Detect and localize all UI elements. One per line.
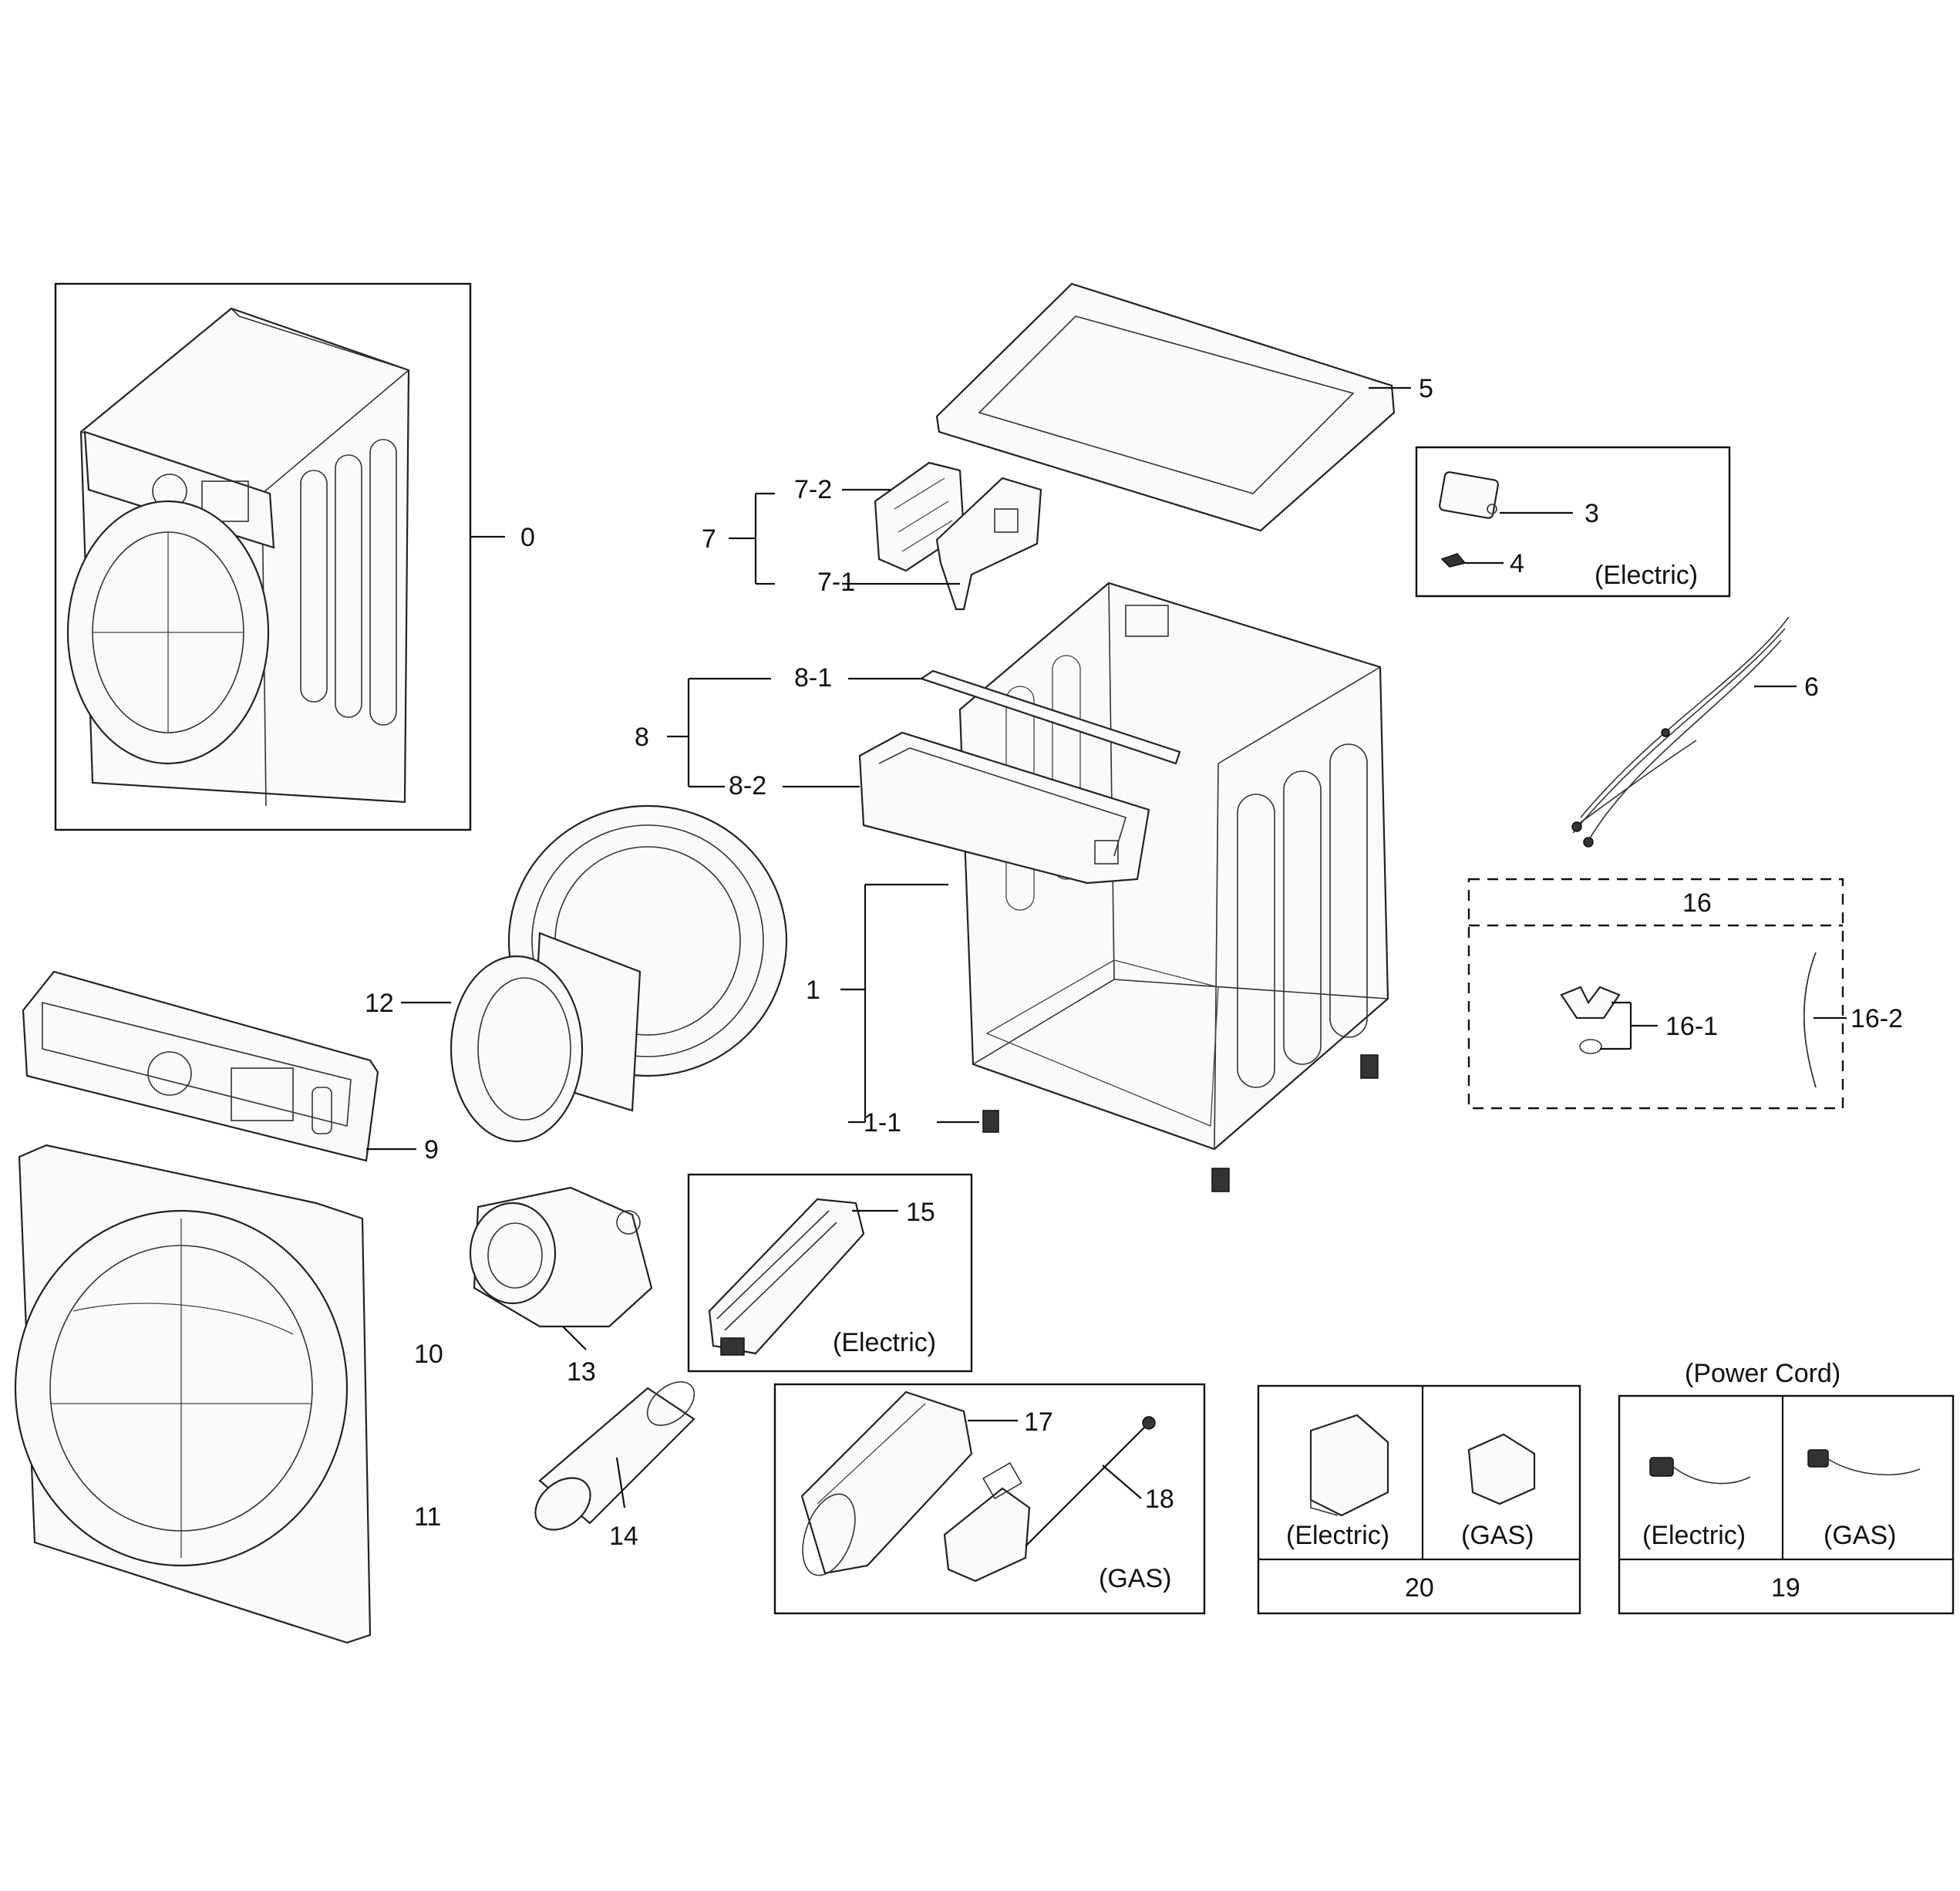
label-0: 0 — [520, 523, 535, 552]
label-1: 1 — [806, 976, 820, 1005]
leaders-7 — [729, 488, 960, 585]
label-18: 18 — [1145, 1485, 1174, 1514]
label-7: 7 — [702, 524, 716, 554]
label-8-2: 8-2 — [729, 771, 766, 801]
label-7-1: 7-1 — [817, 568, 855, 597]
part-3-4-box — [1415, 446, 1731, 598]
part-15-box — [687, 1173, 973, 1373]
note-gas-20: (GAS) — [1461, 1521, 1534, 1550]
part-8-1-bar — [919, 669, 1181, 765]
label-4: 4 — [1510, 549, 1524, 578]
leaders-8 — [667, 677, 921, 788]
note-gas-19: (GAS) — [1824, 1521, 1896, 1550]
part-0-assembly — [54, 282, 472, 831]
label-20: 20 — [1405, 1573, 1434, 1603]
part-7-1-bracket — [935, 477, 1042, 611]
label-9: 9 — [424, 1135, 439, 1165]
part-19-box — [1618, 1394, 1955, 1615]
label-19: 19 — [1771, 1573, 1800, 1603]
note-electric-15: (Electric) — [833, 1328, 936, 1357]
label-1-1: 1-1 — [864, 1108, 901, 1138]
part-14-duct — [534, 1381, 695, 1531]
leaders-1 — [840, 883, 979, 1124]
part-16-box — [1467, 878, 1844, 1110]
note-electric-3-4: (Electric) — [1595, 561, 1698, 590]
note-power-cord: (Power Cord) — [1685, 1359, 1840, 1388]
label-17: 17 — [1024, 1407, 1053, 1437]
leader-14 — [615, 1457, 626, 1508]
label-16-1: 16-1 — [1665, 1012, 1718, 1041]
label-15: 15 — [906, 1198, 935, 1227]
part-6-wire-harness — [1571, 616, 1790, 848]
leader-18 — [1102, 1465, 1142, 1499]
label-14: 14 — [609, 1522, 638, 1551]
label-6: 6 — [1804, 672, 1819, 702]
label-12: 12 — [365, 989, 394, 1018]
label-16-2: 16-2 — [1851, 1004, 1903, 1033]
label-16: 16 — [1682, 888, 1712, 918]
part-1-cabinet — [958, 581, 1389, 1192]
label-5: 5 — [1419, 374, 1433, 403]
part-12-drum — [450, 804, 788, 1143]
leaders-16-1 — [1600, 1001, 1658, 1050]
part-9-control-panel — [22, 970, 379, 1162]
part-1-1-foot — [982, 1110, 999, 1133]
part-13-blower — [469, 1186, 653, 1328]
part-17-18-box — [773, 1383, 1206, 1615]
note-electric-19: (Electric) — [1642, 1521, 1746, 1550]
part-20-box — [1257, 1384, 1581, 1615]
label-13: 13 — [567, 1357, 596, 1387]
note-gas-17-18: (GAS) — [1099, 1564, 1171, 1593]
label-8-1: 8-1 — [794, 663, 832, 693]
part-5-top-cover — [935, 282, 1396, 532]
label-11: 11 — [414, 1502, 441, 1532]
leader-13 — [562, 1326, 587, 1350]
part-8-2-frame — [858, 731, 1150, 885]
label-10: 10 — [414, 1340, 443, 1369]
label-3: 3 — [1585, 499, 1599, 528]
note-electric-20: (Electric) — [1286, 1521, 1389, 1550]
part-10-11-front — [14, 1144, 372, 1644]
label-8: 8 — [635, 723, 649, 752]
label-7-2: 7-2 — [794, 475, 832, 504]
